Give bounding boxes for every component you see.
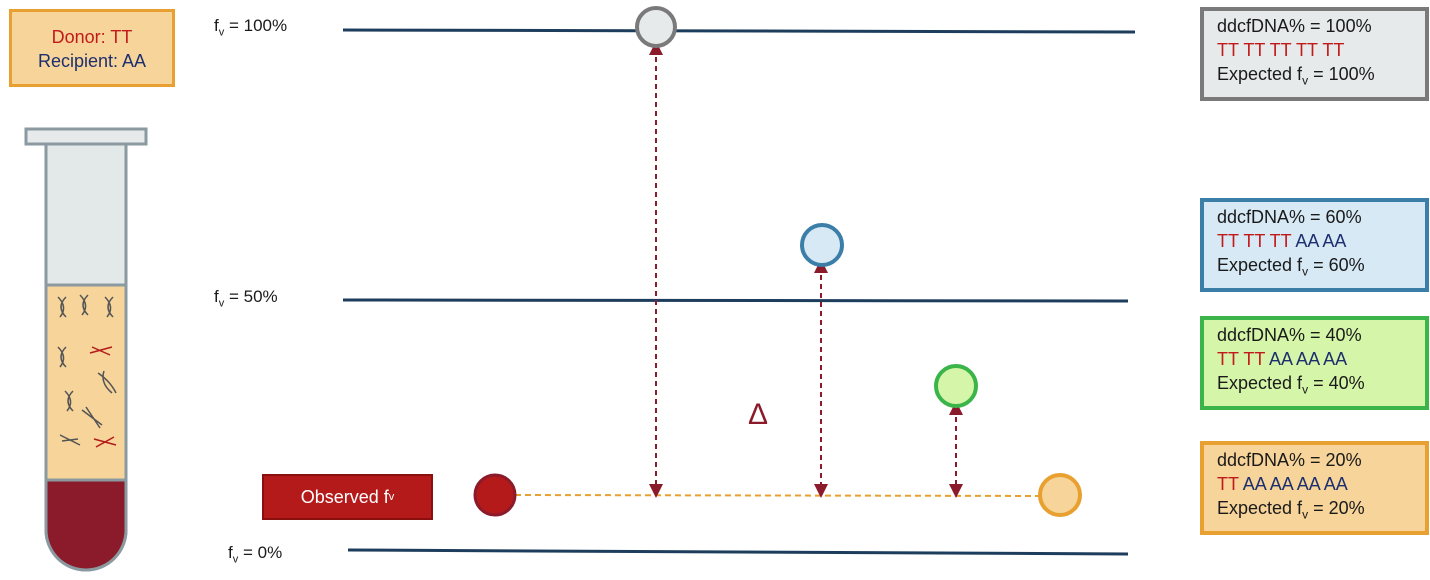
expected-20-circle <box>1038 473 1082 517</box>
info-box-100: ddcfDNA% = 100% TT TT TT TT TT Expected … <box>1200 7 1429 101</box>
line-0 <box>347 548 1129 556</box>
level-label-0: fv = 0% <box>228 543 283 566</box>
expected-fv: Expected fv = 60% <box>1217 255 1365 279</box>
genotype-line: TT TT TT AA AA <box>1217 231 1347 251</box>
genotype-line: TT TT TT TT TT <box>1217 40 1345 60</box>
expected-fv: Expected fv = 20% <box>1217 498 1365 522</box>
info-box-60: ddcfDNA% = 60% TT TT TT AA AA Expected f… <box>1200 198 1429 292</box>
donor-recipient-box: Donor: TT Recipient: AA <box>9 9 175 87</box>
info-box-40: ddcfDNA% = 40% TT TT AA AA AA Expected f… <box>1200 316 1429 410</box>
observed-dashed-line <box>514 494 1041 497</box>
blood-tube-icon <box>24 127 148 572</box>
recipient-label: Recipient: AA <box>37 51 147 71</box>
info-box-20: ddcfDNA% = 20% TT AA AA AA AA Expected f… <box>1200 441 1429 535</box>
expected-60-circle <box>800 223 844 267</box>
observed-circle <box>473 473 517 517</box>
dna-strands-icon <box>57 294 117 446</box>
ddcfdna-value: ddcfDNA% = 20% <box>1217 450 1362 470</box>
donor-label: Donor: TT <box>51 27 133 47</box>
expected-100-circle <box>635 6 677 48</box>
ddcfdna-value: ddcfDNA% = 60% <box>1217 207 1362 227</box>
genotype-line: TT AA AA AA AA <box>1217 474 1348 494</box>
line-50 <box>342 298 1129 303</box>
expected-fv: Expected fv = 100% <box>1217 64 1375 88</box>
expected-fv: Expected fv = 40% <box>1217 373 1365 397</box>
ddcfdna-value: ddcfDNA% = 100% <box>1217 16 1372 36</box>
expected-40-circle <box>934 364 978 408</box>
delta-label: Δ <box>748 398 769 431</box>
ddcfdna-value: ddcfDNA% = 40% <box>1217 325 1362 345</box>
genotype-line: TT TT AA AA AA <box>1217 349 1348 369</box>
line-100 <box>342 28 1136 34</box>
level-label-100: fv = 100% <box>214 16 288 39</box>
red-dna-strands-icon <box>89 346 117 448</box>
level-label-50: fv = 50% <box>214 287 278 310</box>
